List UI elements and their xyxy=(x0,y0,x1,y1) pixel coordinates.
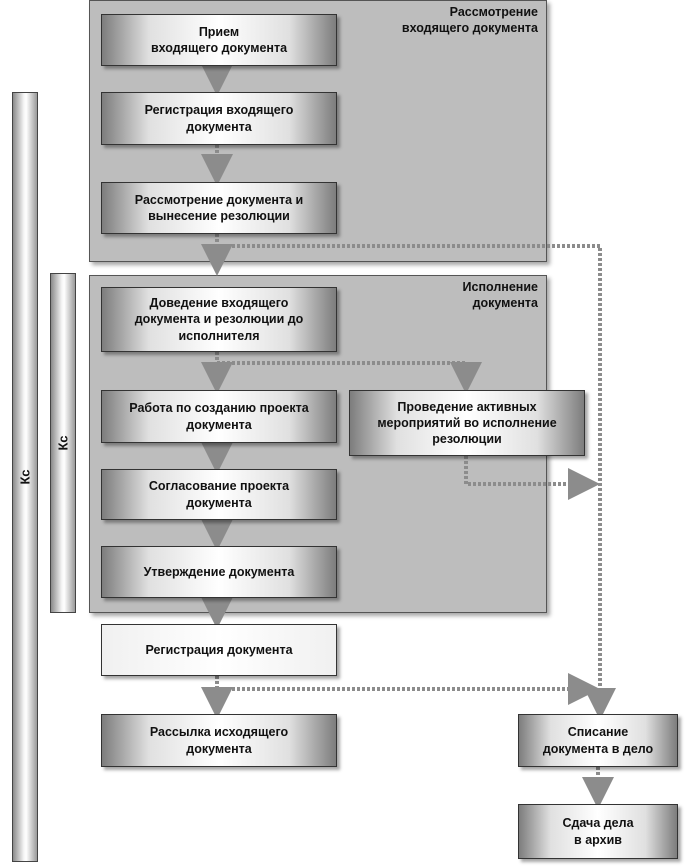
execution-region-title: Исполнение документа xyxy=(462,280,538,310)
arrow-activities-out xyxy=(464,456,600,500)
box-draft: Работа по созданию проекта документа xyxy=(101,390,337,443)
arrow-deliver-activities xyxy=(217,361,482,394)
box-deliver: Доведение входящего документа и резолюци… xyxy=(101,287,337,352)
box-approval: Согласование проекта документа xyxy=(101,469,337,520)
box-register-doc: Регистрация документа xyxy=(101,624,337,676)
box-activities: Проведение активных мероприятий во испол… xyxy=(349,390,585,456)
review-region-title: Рассмотрение входящего документа xyxy=(401,5,538,35)
box-receive: Прием входящего документа xyxy=(101,14,337,66)
arrow-review-file xyxy=(217,244,616,720)
box-file: Списание документа в дело xyxy=(518,714,678,767)
box-archive: Сдача дела в архив xyxy=(518,804,678,859)
box-register-incoming: Регистрация входящего документа xyxy=(101,92,337,145)
box-sign: Утверждение документа xyxy=(101,546,337,598)
outer-kc-bar: Кс xyxy=(12,92,38,862)
box-mailing: Рассылка исходящего документа xyxy=(101,714,337,767)
box-review-resolution: Рассмотрение документа и вынесение резол… xyxy=(101,182,337,234)
inner-kc-bar: Кс xyxy=(50,273,76,613)
